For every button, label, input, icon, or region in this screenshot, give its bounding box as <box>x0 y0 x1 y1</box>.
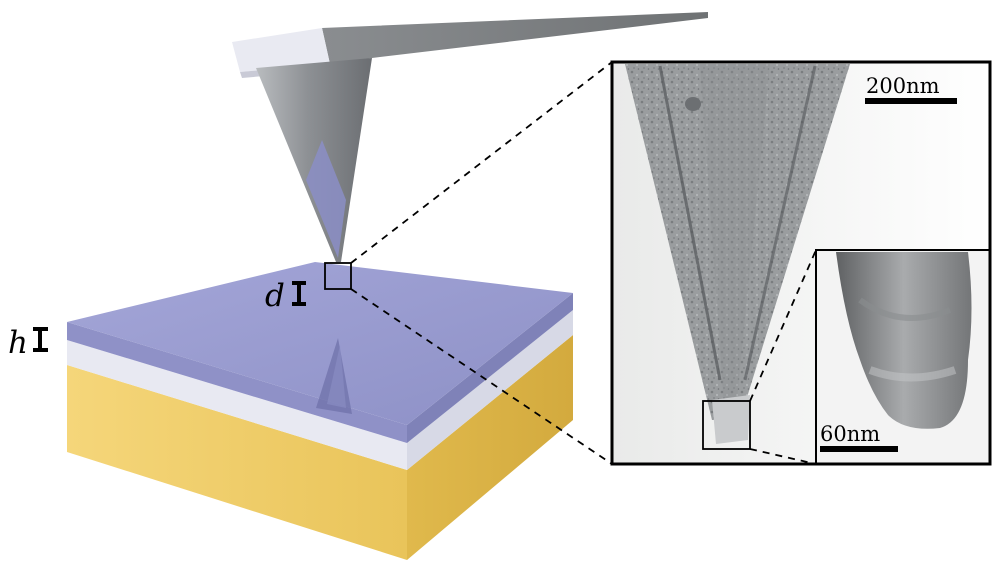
inset-scale-bar <box>820 446 898 452</box>
gold-substrate-front <box>67 365 407 560</box>
spacer-layer-front <box>67 340 407 470</box>
polymer-layer-front <box>67 322 407 443</box>
cantilever-arm <box>322 12 708 64</box>
inset-scale-bar-label: 60nm <box>820 422 880 446</box>
zoom-connector-lines <box>350 61 613 465</box>
tip-sample-distance-label: d <box>265 278 285 314</box>
sem-tip-body <box>625 64 850 420</box>
polymer-layer-side <box>407 293 573 443</box>
sem-inset-panel: 60nm <box>815 249 991 465</box>
gold-substrate-side <box>407 335 573 560</box>
sem-scale-bar <box>865 98 957 104</box>
spacer-layer-side <box>407 310 573 470</box>
sample-stack <box>67 262 573 560</box>
distance-label-group: d <box>265 278 306 314</box>
afm-probe <box>232 12 708 262</box>
thickness-label-group: h <box>8 325 48 361</box>
sem-apex-zoom-box <box>702 400 751 450</box>
distance-i-marker <box>292 281 306 306</box>
layer-thickness-label: h <box>8 325 28 361</box>
tip-purple-reflection <box>306 140 346 258</box>
inset-connector-lines <box>749 249 817 465</box>
thickness-i-marker <box>33 327 48 352</box>
tip-zoom-box <box>324 262 352 290</box>
sem-inset-apex <box>836 252 972 429</box>
cantilever-base <box>232 28 330 72</box>
sem-scale-bar-label: 200nm <box>866 74 940 98</box>
polymer-layer-top <box>67 262 573 425</box>
sem-main-frame <box>610 60 992 466</box>
